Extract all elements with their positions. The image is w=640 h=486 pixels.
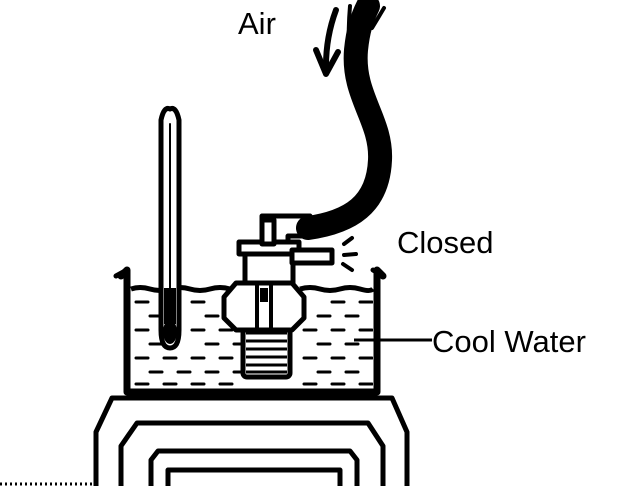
air-flow-arrow bbox=[313, 7, 341, 77]
heater-base bbox=[0, 395, 410, 486]
closed-label: Closed bbox=[397, 225, 494, 260]
thermo-valve bbox=[221, 213, 335, 380]
air-hose bbox=[296, 0, 393, 240]
cool-water-label: Cool Water bbox=[432, 324, 586, 359]
thermometer bbox=[158, 106, 182, 351]
closed-indicator-marks bbox=[341, 236, 358, 272]
water-container bbox=[113, 266, 387, 396]
air-label: Air bbox=[238, 6, 276, 41]
